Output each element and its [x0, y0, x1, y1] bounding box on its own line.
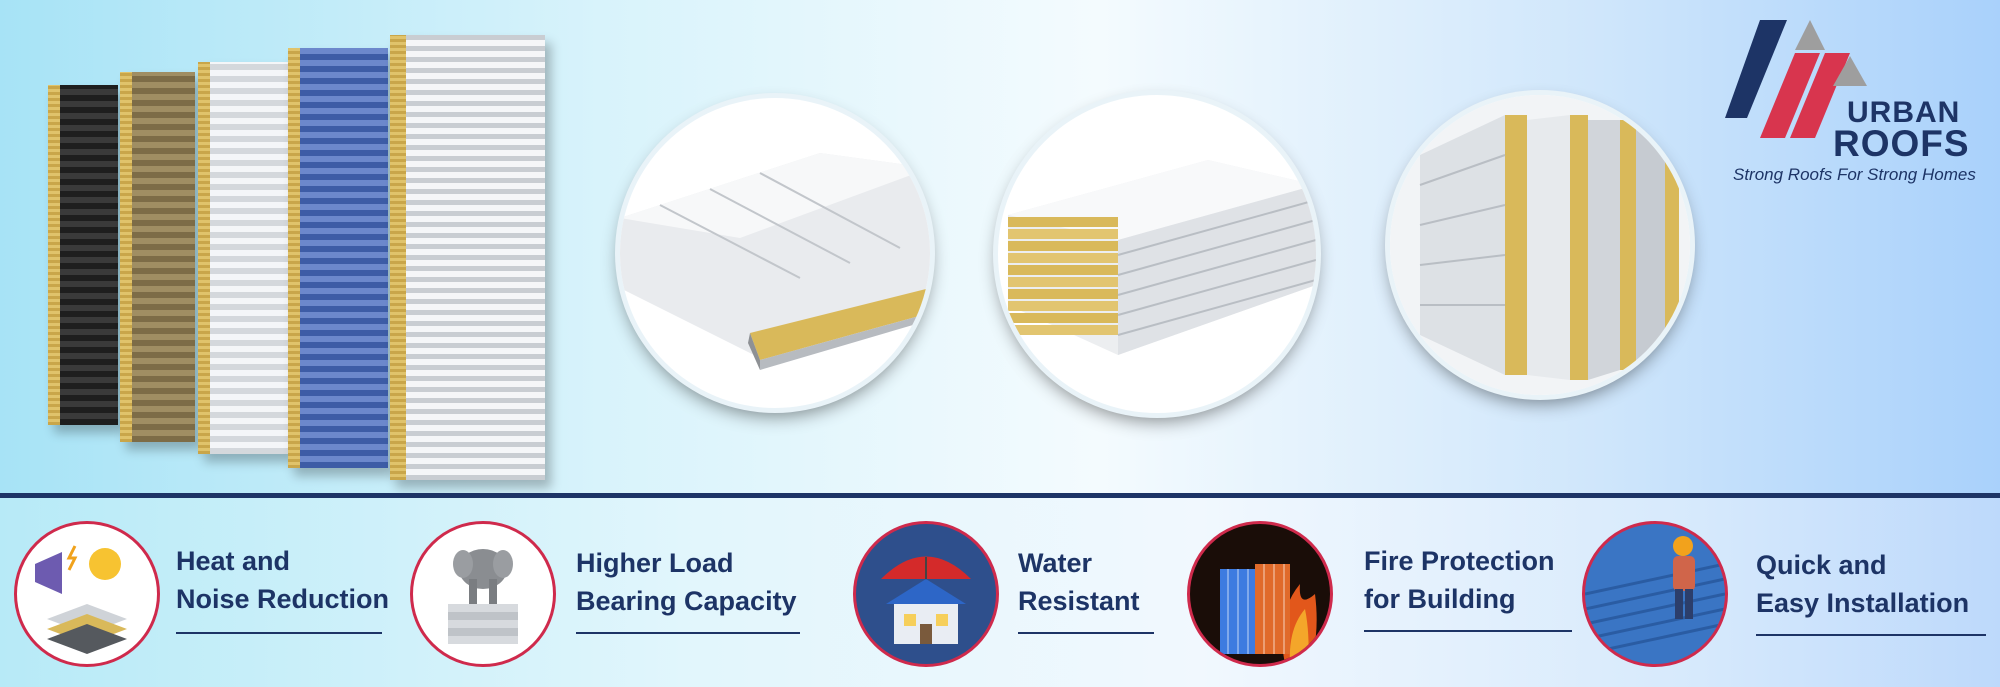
feature-5-line2: Easy Installation	[1756, 588, 1970, 618]
panel-black	[48, 85, 118, 425]
panel-white	[198, 62, 288, 454]
feature-2-line1: Higher Load	[576, 548, 734, 578]
sun-megaphone-panel-icon	[14, 521, 160, 667]
logo-wordmark-urban: URBAN	[1847, 96, 1961, 129]
fire-panel-icon	[1187, 521, 1333, 667]
wall-panels-closeup	[1390, 95, 1690, 395]
logo-wordmark-roofs: ROOFS	[1833, 123, 1970, 164]
feature-4-line2: for Building	[1364, 584, 1516, 614]
panel-bronze	[120, 72, 195, 442]
feature-5-line1: Quick and	[1756, 550, 1887, 580]
sandwich-panel-stack	[40, 30, 560, 490]
feature-1-line2: Noise Reduction	[176, 584, 390, 614]
feature-load-label: Higher Load Bearing Capacity	[576, 544, 797, 620]
feature-5-underline	[1756, 634, 1986, 636]
worker-roof-icon	[1582, 521, 1728, 667]
house-umbrella-icon	[853, 521, 999, 667]
stacked-panels-closeup	[998, 95, 1316, 413]
feature-3-line1: Water	[1018, 548, 1093, 578]
panel-cross-section-closeup	[620, 98, 930, 408]
feature-3-underline	[1018, 632, 1154, 634]
urban-roofs-logo: URBAN ROOFS Strong Roofs For Strong Home…	[1725, 18, 1985, 193]
feature-3-line2: Resistant	[1018, 586, 1140, 616]
section-divider	[0, 493, 2000, 498]
feature-2-line2: Bearing Capacity	[576, 586, 797, 616]
panel-silver	[390, 35, 545, 480]
feature-2-underline	[576, 632, 800, 634]
panel-blue	[288, 48, 388, 468]
feature-heat-noise-label: Heat and Noise Reduction	[176, 542, 389, 618]
feature-installation-label: Quick and Easy Installation	[1756, 546, 1969, 622]
elephant-on-panels-icon	[410, 521, 556, 667]
feature-4-line1: Fire Protection	[1364, 546, 1555, 576]
feature-4-underline	[1364, 630, 1572, 632]
feature-1-underline	[176, 632, 382, 634]
logo-tagline: Strong Roofs For Strong Homes	[1733, 165, 1976, 184]
feature-water-label: Water Resistant	[1018, 544, 1140, 620]
feature-1-line1: Heat and	[176, 546, 291, 576]
feature-fire-label: Fire Protection for Building	[1364, 542, 1555, 618]
